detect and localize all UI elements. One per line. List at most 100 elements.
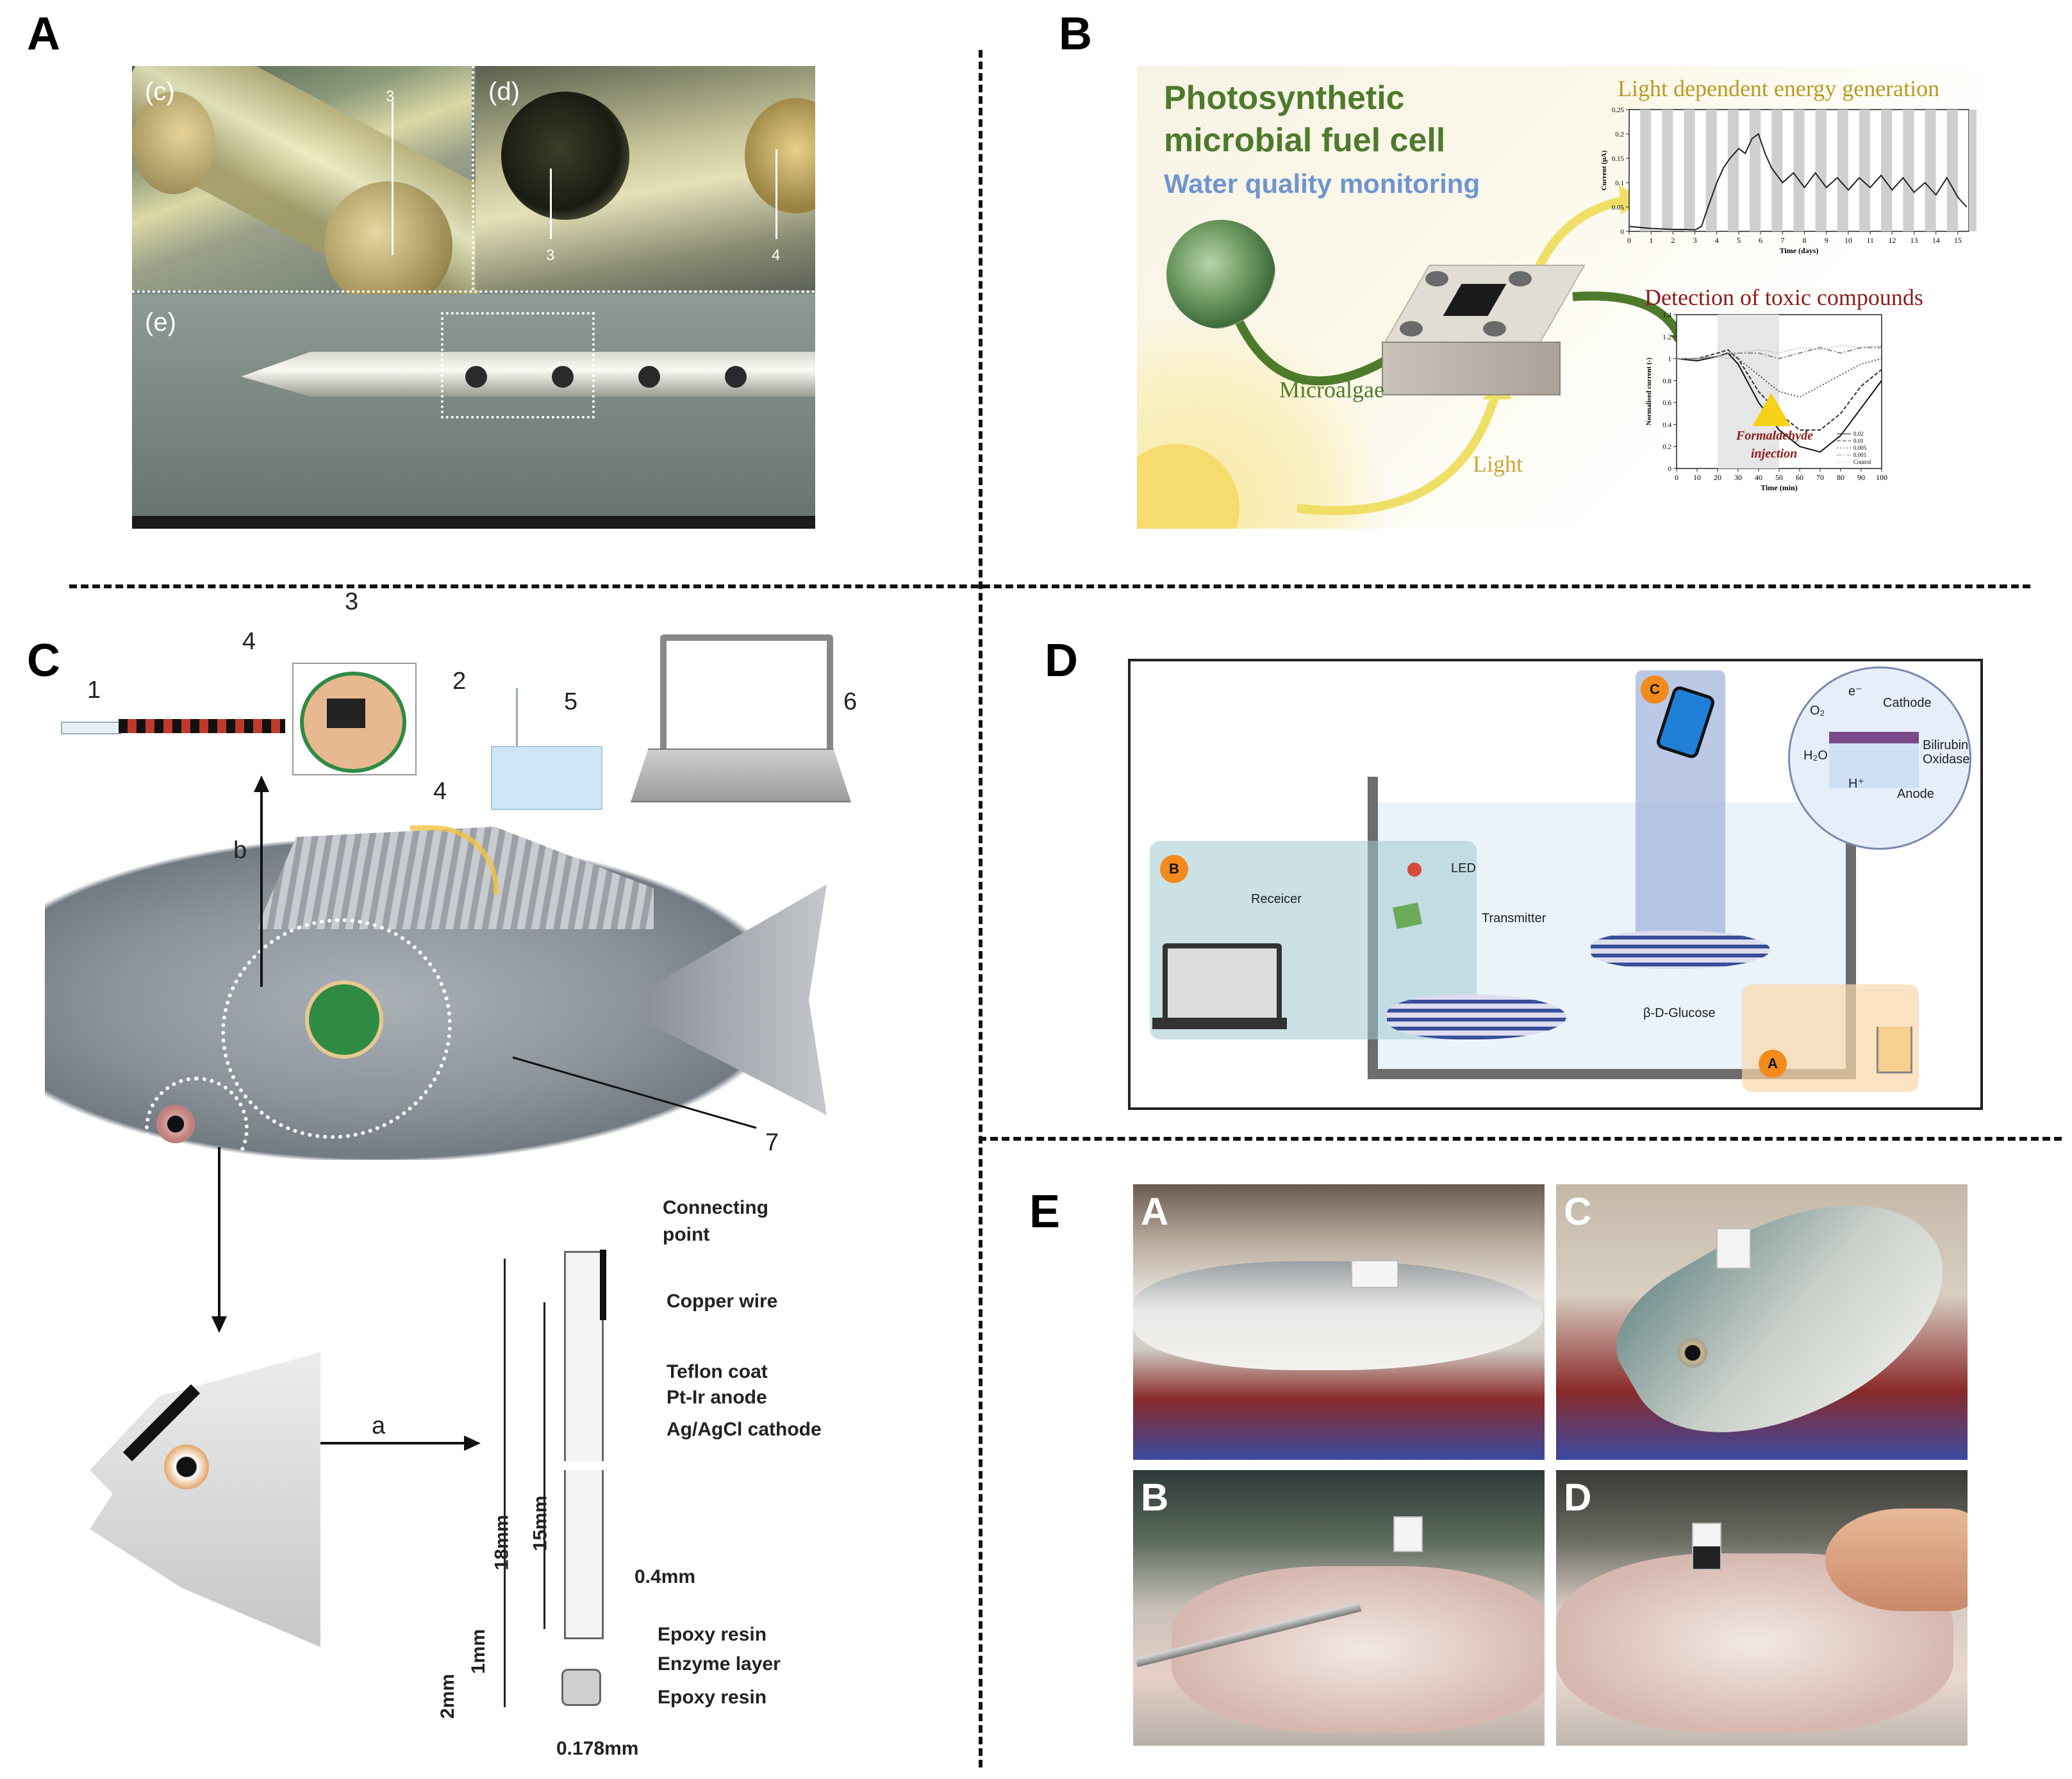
e-letter-d: D [1564, 1476, 1592, 1519]
dim-line-18 [504, 1259, 506, 1707]
zebrafish-right [1591, 931, 1770, 969]
b-label-microalgae: Microalgae [1279, 377, 1384, 402]
injection-band [1718, 315, 1779, 468]
chart1-title: Light dependent energy generation [1618, 76, 1940, 101]
d-lbl-hplus: H⁺ [1848, 777, 1864, 791]
dark-period-band [1903, 110, 1914, 231]
dark-period-band [1925, 110, 1936, 231]
callout-line-2 [550, 169, 552, 239]
d-lbl-o2: O₂ [1810, 704, 1825, 718]
implant-board [305, 981, 383, 1059]
x-tick-label: 20 [1714, 473, 1721, 482]
c-num-4b: 4 [433, 778, 447, 805]
e-letter-b: B [1141, 1476, 1169, 1519]
c-arrows [211, 775, 757, 1451]
panel-d-box: C B A Cathode Bilirubin Oxidase Anode O₂… [1128, 659, 1983, 1110]
e-c-eye [1678, 1338, 1707, 1368]
dim-line-15 [543, 1302, 545, 1629]
eye-ellipse [145, 1077, 249, 1180]
c-num-5: 5 [564, 688, 578, 715]
y-tick-label: 0.2 [1615, 131, 1624, 138]
dark-period-band [1662, 110, 1673, 231]
electrode-wire [600, 1250, 606, 1320]
y-tick-label: 0 [1668, 465, 1672, 473]
needle-shadow [132, 516, 815, 529]
d-lbl-eminus: e⁻ [1848, 684, 1862, 699]
needle-hole-4 [725, 366, 747, 388]
d-lbl-h2o: H₂O [1803, 749, 1828, 763]
hazard-label-1: Formaldehyde [1736, 429, 1813, 443]
lbl-04mm: 0.4mm [634, 1566, 696, 1587]
b-title-line2: microbial fuel cell [1164, 122, 1446, 159]
dark-period-band [1684, 110, 1695, 231]
lbl-teflon: Teflon coat [667, 1361, 768, 1382]
lbl-enzyme: Enzyme layer [658, 1653, 781, 1675]
screw-3 [1400, 321, 1423, 336]
vertical-divider [979, 50, 982, 1767]
x-tick-label: 11 [1866, 236, 1874, 245]
x-tick-label: 60 [1796, 473, 1803, 482]
sensor-probe [61, 722, 121, 734]
x-tick-label: 0 [1627, 236, 1631, 245]
lbl-epoxy2: Epoxy resin [658, 1687, 767, 1708]
dark-period-band [1881, 110, 1893, 231]
bead-d-2 [745, 98, 815, 213]
lbl-2mm: 2mm [437, 1673, 459, 1719]
y-tick-label: 1.2 [1662, 333, 1671, 341]
dark-period-band [1727, 110, 1739, 231]
screw-1 [1425, 271, 1448, 286]
b-subtitle: Water quality monitoring [1164, 169, 1480, 199]
legend-label: Control [1853, 459, 1871, 465]
d-lbl-receiver: Receicer [1251, 892, 1302, 906]
x-tick-label: 1 [1649, 236, 1653, 245]
callout-line-1 [392, 101, 394, 255]
x-tick-label: 6 [1759, 236, 1762, 245]
arrow-label-b: b [233, 837, 247, 864]
badge-b: B [1160, 855, 1188, 883]
lbl-18mm: 18mm [491, 1514, 513, 1571]
y-tick-label: 0.15 [1612, 155, 1625, 163]
chart2-title: Detection of toxic compounds [1645, 285, 1923, 310]
zebrafish-left [1387, 995, 1566, 1039]
callout-3a: 3 [386, 88, 395, 105]
x-tick-label: 50 [1775, 473, 1783, 482]
x-axis-label: Time (days) [1780, 246, 1819, 255]
e-photo-b [1133, 1470, 1545, 1746]
e-letter-a: A [1141, 1190, 1169, 1233]
d-lbl-anode: Anode [1897, 787, 1934, 801]
x-tick-label: 3 [1693, 236, 1697, 245]
circuit-board [300, 672, 406, 773]
x-tick-label: 13 [1910, 236, 1918, 245]
screw-2 [1509, 271, 1532, 286]
b-title-line1: Photosynthetic [1164, 79, 1405, 117]
photo-separator-v [472, 66, 474, 290]
panel-letter-d: D [1045, 635, 1078, 686]
dark-period-band [1837, 110, 1848, 231]
lbl-15mm: 15mm [529, 1495, 551, 1551]
arrow-label-a: a [372, 1412, 386, 1439]
dark-period-band [1859, 110, 1871, 231]
lbl-copper: Copper wire [667, 1291, 778, 1312]
e-photo-d [1556, 1470, 1968, 1746]
series-line-3 [1677, 347, 1882, 360]
led-dot [1407, 863, 1421, 877]
droplet-c [324, 181, 452, 310]
panel-letter-e: E [1029, 1186, 1061, 1237]
d-lbl-led: LED [1451, 861, 1476, 875]
photo-c [132, 66, 524, 327]
e-c-fish [1594, 1184, 1968, 1460]
horizontal-divider-right [979, 1137, 2062, 1141]
y-axis-label: Normalised current (-) [1645, 358, 1653, 426]
e-photo-a [1133, 1184, 1545, 1460]
badge-a: A [1759, 1050, 1787, 1078]
callout-4: 4 [772, 247, 781, 264]
beaker [1877, 1027, 1912, 1073]
legend-label: 0.01 [1853, 438, 1864, 444]
dark-period-band [1705, 110, 1717, 231]
e-a-tag [1351, 1260, 1398, 1288]
sublabel-d: (d) [488, 78, 520, 106]
dark-period-band [1793, 110, 1805, 231]
electrode-break [558, 1461, 606, 1470]
x-tick-label: 100 [1876, 473, 1887, 482]
